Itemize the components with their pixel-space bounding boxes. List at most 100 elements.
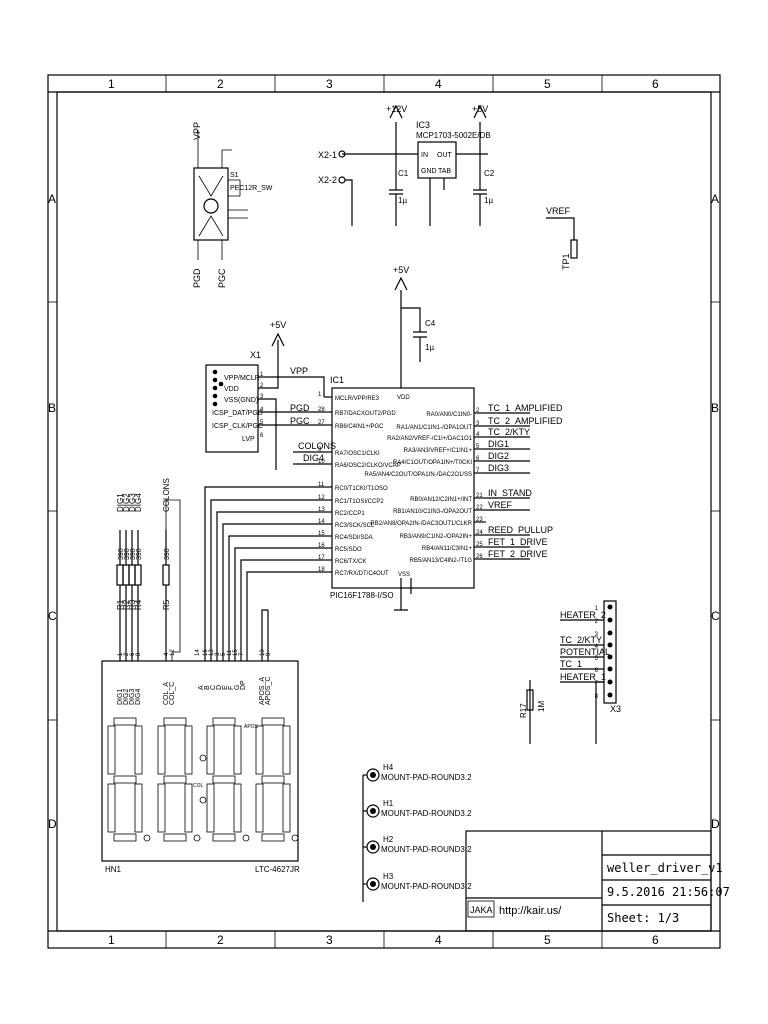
x3-pin-num: 1 (595, 606, 599, 612)
segment-bus-wire (228, 535, 324, 661)
colon-dot-upper (199, 754, 207, 762)
row-label-d-right: D (711, 817, 720, 831)
resistor-net: DIG3 (128, 493, 137, 512)
s1-net-vpp: VPP (192, 122, 202, 140)
r17-value: 1M (537, 701, 546, 712)
seven-seg-digit (107, 717, 151, 842)
display-seg-pin: C (210, 685, 217, 690)
ic1-right-pin-num: 26 (476, 554, 483, 560)
display-pin-num: 6 (130, 652, 136, 656)
row-label-a-right: A (711, 192, 719, 206)
s1-value: PEC12R_SW (230, 185, 273, 192)
col-label-2-top: 2 (217, 77, 224, 91)
r5-value: 390 (164, 548, 171, 560)
sheet-title: weller_driver_v1 (607, 861, 723, 875)
mount-pad-ref: H3 (383, 872, 394, 881)
col-label-6-bottom: 6 (652, 933, 659, 947)
segment-h (163, 775, 187, 784)
ic1-left-pin-num: 12 (318, 495, 325, 501)
display-apos-pin: APOS_A (259, 677, 266, 705)
display-seg-pin: A (198, 685, 205, 690)
ic1-right-pin-name: RA2/AN2/VREF-/C1I+/DAC1O1 (387, 436, 473, 442)
x3-pin-dot (607, 679, 613, 685)
x2-1-terminal (338, 150, 346, 158)
mount-pad-part: MOUNT-PAD-ROUND3.2 (381, 809, 472, 818)
ic1-left-pin-num: 11 (318, 482, 325, 488)
segment-v (184, 725, 193, 775)
seven-seg-digit (157, 717, 201, 842)
ic1-vss: VSS (398, 572, 410, 578)
ic3-regulator: IC3 MCP1703-5002E/DB IN OUT GND TAB +12V… (318, 104, 495, 226)
segment-v (282, 783, 291, 833)
segment-h (212, 833, 236, 842)
col-label-1-bottom: 1 (108, 933, 115, 947)
x1-pin-4-num: 4 (260, 407, 264, 413)
seven-seg-digit (255, 717, 299, 842)
resistor-value: 390 (124, 548, 131, 560)
ic1-left-pin-name: RC0/T1CKI/T1OSO (335, 486, 388, 492)
ic3-part: MCP1703-5002E/DB (416, 131, 491, 140)
resistor-ref: R3 (128, 599, 137, 610)
ic1-net-label: VREF (488, 500, 513, 510)
ic1-right-pin-num: 7 (476, 468, 480, 474)
ic1-right-pin-num: 3 (476, 421, 480, 427)
segment-dp (143, 834, 151, 842)
segment-h (261, 717, 285, 726)
ic3-ref: IC3 (416, 120, 430, 130)
ic1-left-pin-num: 27 (318, 420, 325, 426)
segment-h (212, 775, 236, 784)
ic1-right-pin-name: RA3/AN3/VREF+/C1IN1+ (404, 448, 473, 454)
x3-pin-dot (607, 604, 613, 610)
display-seg-pin: B (204, 685, 211, 690)
sheet-number: Sheet: 1/3 (607, 911, 679, 925)
col-label-3-bottom: 3 (326, 933, 333, 947)
ic1-left-pin-num: 28 (318, 407, 325, 413)
ic1-right-pin-num: 6 (476, 456, 480, 462)
segment-v (206, 783, 215, 833)
ic1-right-pin-num: 21 (476, 493, 483, 499)
ic1-left-pin-num: 15 (318, 531, 325, 537)
x3-net-label: POTENTIAL (560, 647, 610, 657)
display-pin-num: 10 (260, 649, 266, 656)
display-col-pin: COL_C (169, 682, 176, 705)
x2-2-terminal (338, 176, 346, 184)
segment-bus-wire (246, 571, 324, 661)
segment-v (255, 783, 264, 833)
resistor-net: DIG4 (134, 493, 143, 512)
mount-pad-part: MOUNT-PAD-ROUND3.2 (381, 845, 472, 854)
display-seg-pin: F (228, 686, 235, 690)
ic3-vin-label: +12V (386, 104, 407, 114)
segment-v (134, 783, 143, 833)
x1-icsp-header: X1 VPP/MCLR VDD VSS(GND) ICSP_DAT/PGD IC… (205, 320, 325, 470)
ic3-pin-tab: TAB (438, 168, 451, 175)
ic1-net-label: DIG3 (488, 463, 509, 473)
ic1-right-pin-num: 25 (476, 542, 483, 548)
col-label-5-bottom: 5 (544, 933, 551, 947)
ic1-left-pin-name: RC6/TX/CK (335, 559, 366, 565)
x3-pin-dot (607, 666, 613, 672)
ic1-right-pin-name: RB3/AN9/C1IN2-/OPA2IN+ (400, 534, 473, 540)
ic1-right-pin-num: 4 (476, 432, 480, 438)
display-digit-pin: DIG2 (123, 689, 130, 705)
segment-bus-wire (216, 511, 324, 661)
net-vpp: VPP (290, 366, 308, 376)
x1-pin-3-num: 3 (260, 394, 264, 400)
ic1-left-pin-num: 13 (318, 507, 325, 513)
display-pin-num: 16 (203, 649, 209, 656)
x3-net-label: TC_2/KTY (560, 635, 602, 645)
ic1-net-label: DIG1 (488, 439, 509, 449)
mount-pad-part: MOUNT-PAD-ROUND3.2 (381, 773, 472, 782)
ic1-net-label: FET_1_DRIVE (488, 537, 548, 547)
mount-pad-hole (370, 808, 376, 814)
ic1-right-pin-num: 5 (476, 444, 480, 450)
colons-wire (165, 499, 181, 661)
col-label-1-top: 1 (108, 77, 115, 91)
x3-pin-dot (607, 692, 613, 698)
display-col-pin: COL_A (163, 682, 170, 705)
ic3-vout-label: +5V (472, 104, 488, 114)
x3-pin-dot (607, 654, 613, 660)
title-block: weller_driver_v1 9.5.2016 21:56:07 Sheet… (465, 830, 730, 932)
x3-net-label: TC_1 (560, 659, 582, 669)
segment-dp (193, 834, 201, 842)
